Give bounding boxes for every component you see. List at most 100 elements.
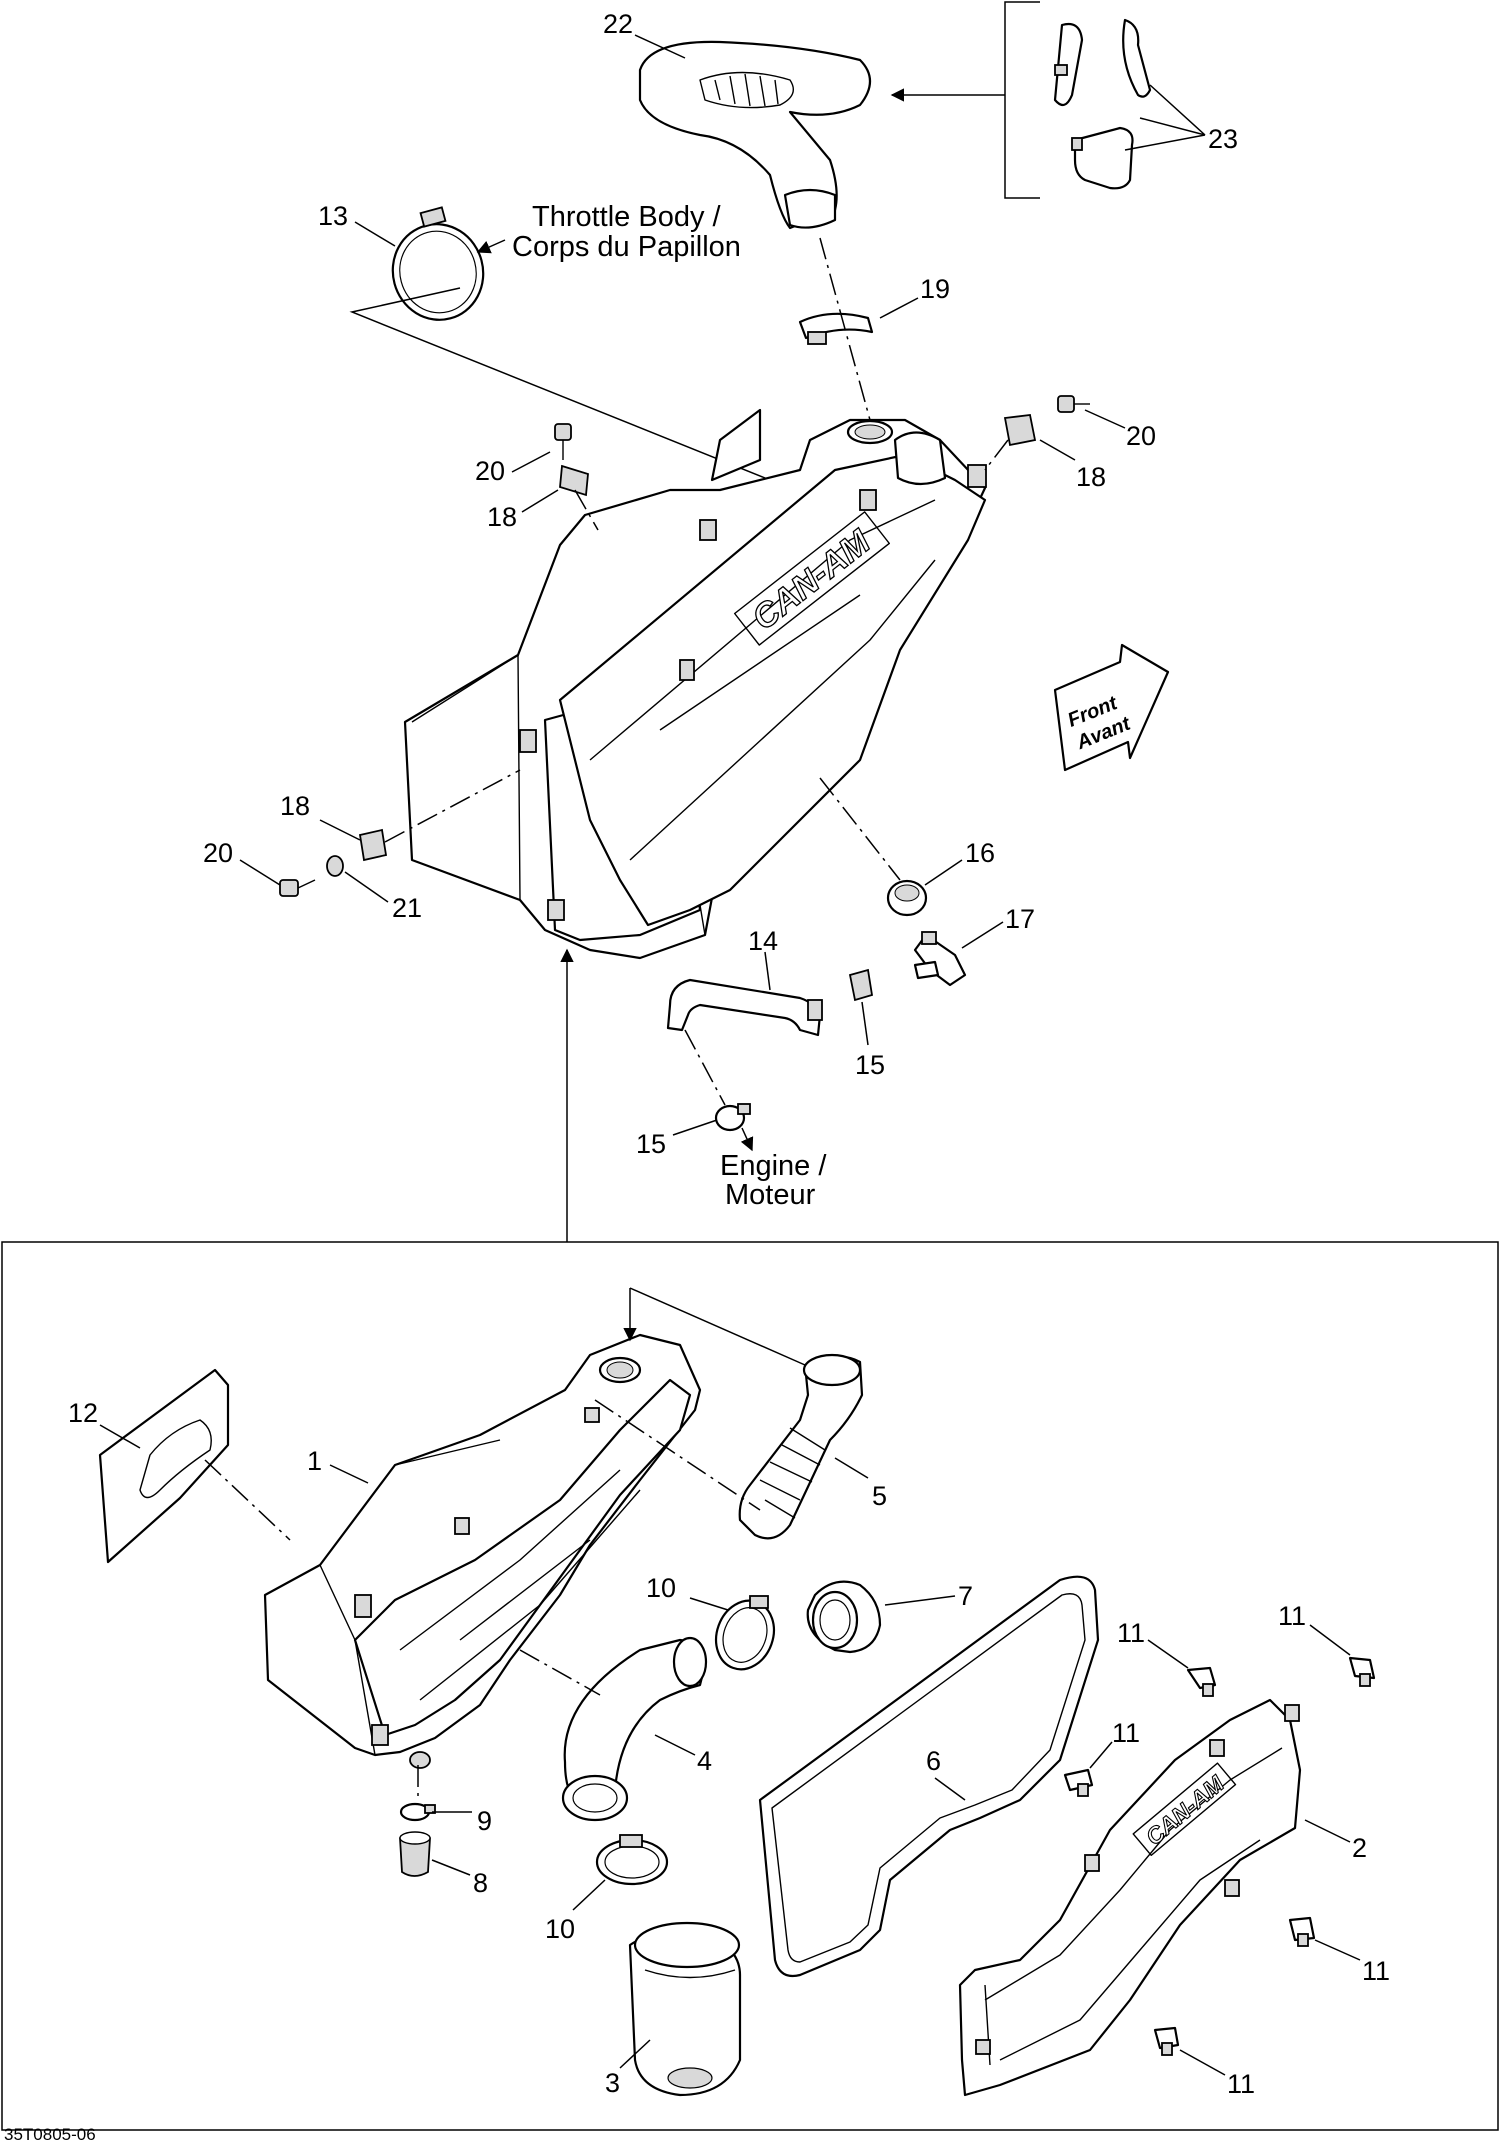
part-18-nut-mid-left [358,828,388,862]
dash-12 [204,1459,291,1541]
callout-16-leader [924,859,963,886]
reference-code: 35T0805-06 [4,2125,96,2144]
part-5-pointer-arrow [629,1287,806,1366]
callout-6: 6 [926,1746,941,1776]
part-14-hose [666,978,823,1037]
callout-10b: 10 [545,1914,575,1944]
throttle-body-note-line-2: Corps du Papillon [512,231,741,263]
part-2-airbox-cover: CAN-AM [958,1698,1302,2097]
part-22-intake-duct [638,40,872,230]
engine-arrow [740,1127,754,1152]
callout-18a-leader [521,489,559,513]
callout-20c-leader [239,859,281,886]
part-11-clip-d [1288,1916,1316,1947]
engine-note-line-2: Moteur [725,1179,816,1211]
callout-8-leader [431,1859,471,1876]
callout-11e: 11 [1227,2069,1255,2099]
callout-4: 4 [697,1746,712,1776]
part-18-nut-upper-left [559,464,589,497]
callout-15b-leader [672,1119,718,1136]
callout-18b: 18 [1076,462,1106,492]
callout-1-leader [329,1464,369,1484]
callout-5-leader [834,1457,869,1479]
part-5-intake-tube [738,1353,864,1540]
part-11-clip-b [1348,1656,1376,1687]
callout-13: 13 [318,201,348,231]
callout-11d: 11 [1362,1956,1390,1986]
part-11-clip-a [1186,1666,1217,1697]
callout-20a-leader [511,451,551,473]
callout-18b-leader [1039,439,1076,461]
callout-11c-leader [1089,1741,1113,1769]
callout-10b-leader [572,1879,606,1911]
callout-10a-leader [689,1597,729,1611]
part-11-clip-e [1153,2026,1180,2056]
part-18-nut-upper-right [1003,414,1037,447]
callout-17: 17 [1005,904,1035,934]
part-20-bolt-upper-left [554,423,572,460]
callout-19-leader [879,297,919,319]
callout-11e-leader [1179,2049,1226,2076]
dash-18a [574,489,599,531]
callout-20c: 20 [203,838,233,868]
part-13-clamp [391,206,485,321]
dash-18c [384,769,521,843]
callout-9: 9 [477,1806,492,1836]
callout-3: 3 [605,2068,620,2098]
callout-2-leader [1304,1819,1351,1843]
callout-11b-leader [1309,1624,1351,1656]
part-7-boot [806,1580,882,1654]
disassembled-view-frame [1,1241,1499,2131]
callout-13-leader [354,221,396,247]
callout-11d-leader [1314,1939,1361,1961]
callout-20a: 20 [475,456,505,486]
callout-21-leader [344,871,389,903]
callout-18a: 18 [487,502,517,532]
part-21-washer [326,855,344,877]
callout-12: 12 [68,1398,98,1428]
callout-22-leader [634,34,686,59]
callout-7: 7 [958,1581,973,1611]
part-6-gasket [758,1575,1100,1978]
group-23-bracket [1004,1,1040,199]
callout-18c: 18 [280,791,310,821]
callout-7-leader [884,1595,956,1606]
callout-15a: 15 [855,1050,885,1080]
part-15-connector-upper [848,968,874,1002]
callout-20b-leader [1084,409,1126,429]
callout-18c-leader [319,819,361,841]
callout-12-leader [99,1424,141,1449]
callout-15a-leader [861,1001,869,1046]
dash-14 [684,1029,726,1106]
callout-15b: 15 [636,1129,666,1159]
callout-2: 2 [1352,1833,1367,1863]
part-11-clip-c [1063,1768,1094,1797]
part-12-heat-shield [98,1368,230,1564]
callout-5: 5 [872,1481,887,1511]
callout-3-leader [619,2039,651,2069]
dash-4 [519,1649,601,1696]
callout-11a-leader [1147,1639,1189,1669]
part-23-clamps [1053,18,1152,190]
callout-4-leader [654,1734,696,1756]
callout-1: 1 [307,1446,322,1476]
part-3-air-filter [628,1921,742,2097]
callout-14: 14 [748,926,778,956]
dash-16 [819,777,901,881]
part-19-clamp [798,312,874,345]
callout-6-leader [934,1777,966,1801]
throttle-body-note-line-1: Throttle Body / [532,201,722,233]
part-20-bolt-upper-right [1057,395,1090,413]
callout-11c: 11 [1112,1718,1140,1748]
part-4-elbow-hose [561,1636,708,1822]
part-13-group-line [349,287,791,489]
part-10-clamp-lower [595,1834,669,1886]
airbox-upper-assembly: CAN-AM [403,408,987,960]
callout-17-leader [961,921,1004,949]
dash-18b [984,439,1009,471]
part-17-elbow-fitting [913,931,967,987]
callout-14-leader [764,951,771,991]
callout-23-leader [1124,84,1206,151]
callout-8: 8 [473,1868,488,1898]
